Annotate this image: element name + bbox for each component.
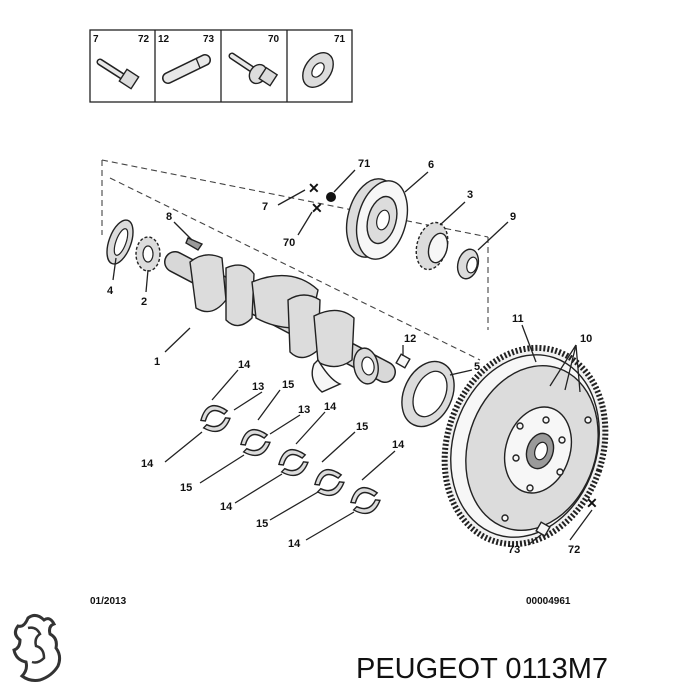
assembly-axis xyxy=(101,159,489,361)
legend-ref: 12 xyxy=(158,34,170,45)
callout-71: 71 xyxy=(358,158,370,170)
fastener-legend: 7 72 12 73 70 xyxy=(89,29,353,103)
dowel-pin-icon xyxy=(162,54,211,84)
bolt-icon xyxy=(96,58,140,90)
flange-bolt-icon xyxy=(228,52,279,87)
peugeot-lion-logo-icon xyxy=(12,613,62,682)
callout-1: 1 xyxy=(154,356,160,368)
rear-oil-seal xyxy=(401,360,455,428)
callout-14: 14 xyxy=(238,359,251,371)
callout-12: 12 xyxy=(404,333,416,345)
callout-7: 7 xyxy=(262,201,268,213)
spacer-nut xyxy=(456,248,480,280)
crankshaft-pulley xyxy=(345,178,409,260)
part-caption: PEUGEOT 0113M7 xyxy=(356,653,608,685)
legend-ref: 7 xyxy=(93,34,99,45)
cross-marker-icon: ✕ xyxy=(308,180,320,196)
callout-72: 72 xyxy=(568,544,580,556)
callout-13: 13 xyxy=(252,381,264,393)
callout-9: 9 xyxy=(510,211,516,223)
callout-3: 3 xyxy=(467,189,473,201)
front-oil-seal xyxy=(106,219,134,265)
callout-15: 15 xyxy=(256,518,268,530)
callout-4: 4 xyxy=(107,285,114,297)
callout-6: 6 xyxy=(428,159,434,171)
legend-ref: 73 xyxy=(203,34,215,45)
legend-ref: 70 xyxy=(268,34,280,45)
legend-cell-washer: 71 xyxy=(302,34,346,88)
callout-14: 14 xyxy=(392,439,405,451)
cross-marker-icon: ✕ xyxy=(311,200,323,216)
flywheel-dowel-marker xyxy=(535,521,551,537)
callout-14: 14 xyxy=(288,538,301,550)
leader-lines xyxy=(112,169,593,546)
callout-11: 11 xyxy=(512,313,524,325)
callout-labels: 4 2 1 8 7 70 71 6 3 9 12 5 11 10 72 73 1… xyxy=(107,158,592,556)
washer-icon xyxy=(302,52,334,88)
callout-8: 8 xyxy=(166,211,172,223)
callout-15: 15 xyxy=(282,379,294,391)
fastener-markers: ✕ ✕ xyxy=(308,180,336,216)
legend-ref: 72 xyxy=(138,34,150,45)
callout-14: 14 xyxy=(324,401,337,413)
legend-cell-bolt: 7 72 xyxy=(93,34,150,90)
dot-marker-icon xyxy=(326,192,336,202)
callout-5: 5 xyxy=(474,361,480,373)
crank-gear xyxy=(415,221,449,271)
woodruff-key xyxy=(185,237,204,251)
diagram-date: 01/2013 xyxy=(90,596,127,607)
diagram-code: 00004961 xyxy=(526,596,571,607)
callout-15: 15 xyxy=(356,421,368,433)
legend-cell-dowel: 12 73 xyxy=(158,34,215,84)
callout-10: 10 xyxy=(580,333,592,345)
legend-cell-flange-bolt: 70 xyxy=(228,34,280,87)
callout-73: 73 xyxy=(508,544,520,556)
dowel-marker xyxy=(395,353,411,369)
bearing-shells xyxy=(200,404,381,515)
callout-15: 15 xyxy=(180,482,192,494)
legend-ref: 71 xyxy=(334,34,346,45)
timing-sprocket xyxy=(135,236,161,272)
callout-14: 14 xyxy=(141,458,154,470)
callout-70: 70 xyxy=(283,237,295,249)
cross-marker-icon: ✕ xyxy=(586,495,598,511)
callout-13: 13 xyxy=(298,404,310,416)
crankshaft xyxy=(164,251,396,393)
callout-14: 14 xyxy=(220,501,233,513)
flywheel xyxy=(441,344,609,548)
callout-2: 2 xyxy=(141,296,147,308)
